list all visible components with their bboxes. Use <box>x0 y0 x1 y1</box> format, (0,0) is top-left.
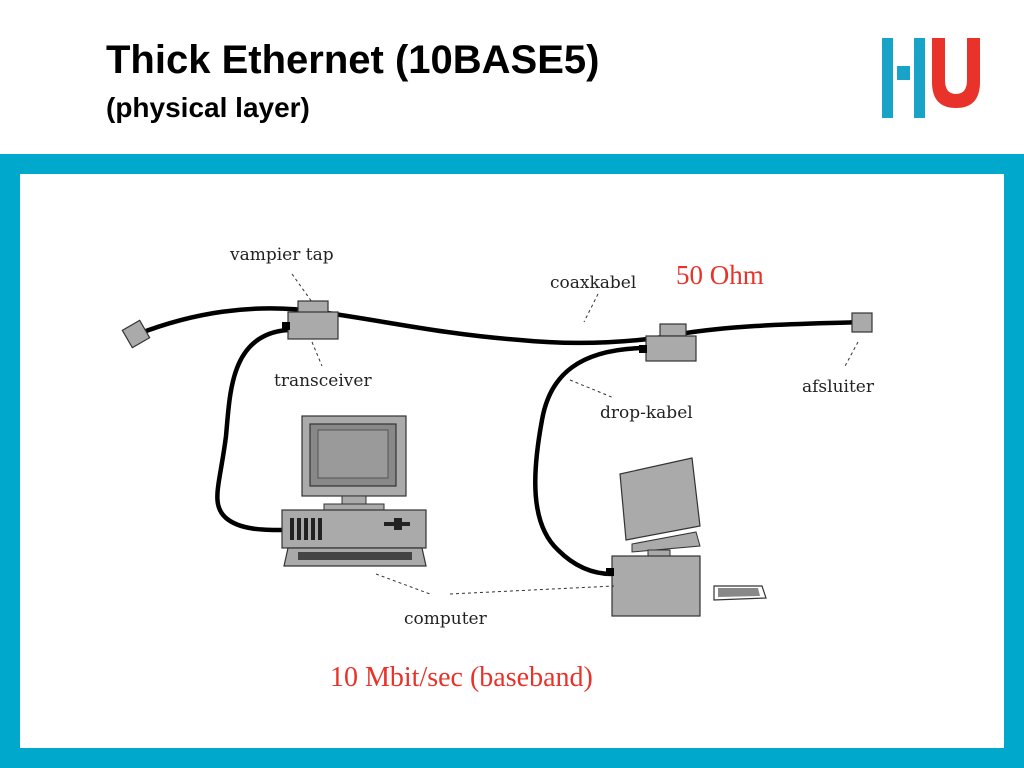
label-coaxkabel: coaxkabel <box>550 273 636 293</box>
drop-cable-right <box>533 345 645 577</box>
ethernet-diagram: vampier tap transceiver coaxkabel afslui… <box>121 245 875 693</box>
slide-subtitle: (physical layer) <box>106 92 310 123</box>
computer-right <box>606 457 767 617</box>
label-vampier-tap: vampier tap <box>229 245 334 265</box>
terminator-left <box>121 319 151 349</box>
leader-coaxkabel <box>583 293 599 323</box>
label-transceiver: transceiver <box>274 371 372 391</box>
coax-cable <box>135 306 865 346</box>
terminator-right <box>851 312 873 333</box>
transceiver-left <box>282 300 339 340</box>
impedance-label: 50 Ohm <box>676 260 764 290</box>
transceiver-right <box>639 323 697 362</box>
speed-label: 10 Mbit/sec (baseband) <box>330 662 593 693</box>
slide-title: Thick Ethernet (10BASE5) <box>106 38 600 82</box>
leader-drop-kabel <box>569 379 615 399</box>
leader-computer-right <box>449 585 615 595</box>
slide-header: Thick Ethernet (10BASE5) (physical layer… <box>0 0 1024 154</box>
leader-afsluiter <box>843 341 859 369</box>
leader-computer-left <box>375 573 431 595</box>
drop-cable-left <box>215 327 291 533</box>
label-afsluiter: afsluiter <box>802 377 875 397</box>
label-computer: computer <box>404 609 488 629</box>
content-frame: vampier tap transceiver coaxkabel afslui… <box>0 154 1024 768</box>
label-drop-kabel: drop-kabel <box>600 403 693 423</box>
leader-vampier-tap <box>291 273 313 303</box>
computer-left <box>281 415 427 567</box>
content-panel: vampier tap transceiver coaxkabel afslui… <box>20 174 1004 748</box>
hu-logo <box>882 38 980 118</box>
leader-transceiver <box>311 341 323 367</box>
